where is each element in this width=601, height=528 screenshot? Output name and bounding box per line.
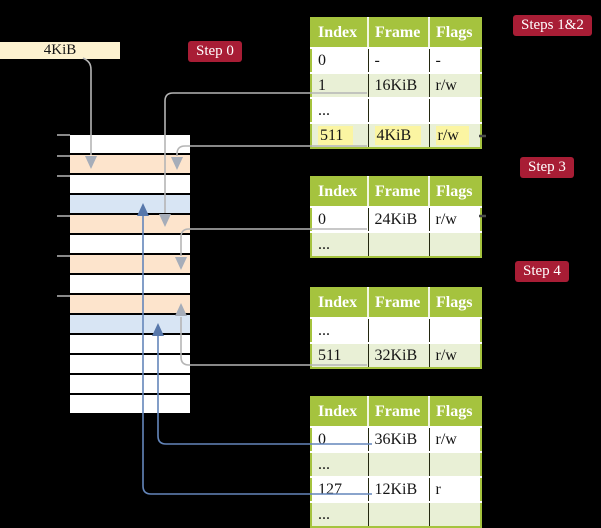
table-cell: ... <box>311 97 369 123</box>
table-header-cell: Frame <box>368 288 430 319</box>
step3-label: Step 3 <box>520 157 574 178</box>
table-row: ... <box>311 317 481 343</box>
memory-tick <box>57 134 70 136</box>
table-cell: r <box>429 476 481 502</box>
table-header-cell: Flags <box>429 288 481 319</box>
table-cell: r/w <box>429 426 481 452</box>
table-header-cell: Index <box>311 288 369 319</box>
table-header-cell: Index <box>311 18 369 49</box>
memory-row-white <box>70 335 190 355</box>
table-row: 511 4KiB r/w <box>311 122 481 148</box>
table-cell <box>429 231 481 257</box>
memory-column <box>70 135 190 415</box>
table-cell <box>368 231 430 257</box>
table-cell: r/w <box>429 72 481 98</box>
memory-row-white <box>70 135 190 155</box>
table-cell: r/w <box>429 122 481 148</box>
table-cell: ... <box>311 317 369 343</box>
memory-row-orange <box>70 295 190 315</box>
table-cell <box>368 451 430 477</box>
table-cell: 127 <box>311 476 369 502</box>
table-cell: ... <box>311 501 369 527</box>
highlighted-value: r/w <box>435 125 469 145</box>
table-cell: - <box>368 47 430 73</box>
table-cell <box>429 97 481 123</box>
memory-tick <box>57 155 70 157</box>
memory-row-white <box>70 275 190 295</box>
table-cell: 4KiB <box>368 122 430 148</box>
table-row: ... <box>311 231 481 257</box>
table-row: ... <box>311 97 481 123</box>
memory-row-blue <box>70 195 190 215</box>
table-cell <box>368 317 430 343</box>
steps12-label: Steps 1&2 <box>513 15 592 36</box>
table-cell: 24KiB <box>368 206 430 232</box>
table-cell: r/w <box>429 342 481 368</box>
table-cell: 36KiB <box>368 426 430 452</box>
table-row: ... <box>311 451 481 477</box>
table-cell: 511 <box>311 342 369 368</box>
memory-tick <box>57 295 70 297</box>
memory-row-orange <box>70 255 190 275</box>
table-header-cell: Frame <box>368 18 430 49</box>
table-header-cell: Frame <box>368 177 430 208</box>
memory-tick <box>57 215 70 217</box>
table-cell: r/w <box>429 206 481 232</box>
memory-row-orange <box>70 155 190 175</box>
table-cell <box>368 501 430 527</box>
table-cell <box>429 317 481 343</box>
table-cell: ... <box>311 231 369 257</box>
memory-tick <box>57 175 70 177</box>
highlighted-value: 511 <box>318 125 354 145</box>
table-row: ... <box>311 501 481 527</box>
memory-row-white <box>70 355 190 375</box>
table-cell <box>429 451 481 477</box>
table-cell: 0 <box>311 206 369 232</box>
table-cell: ... <box>311 451 369 477</box>
memory-row-white <box>70 175 190 195</box>
memory-row-orange <box>70 215 190 235</box>
table-header-cell: Flags <box>429 18 481 49</box>
page-size-box: 4KiB <box>0 42 120 59</box>
page-size-label: 4KiB <box>43 42 77 58</box>
table-cell <box>429 501 481 527</box>
table-cell: 1 <box>311 72 369 98</box>
highlighted-value: 4KiB <box>374 125 422 145</box>
step0-label: Step 0 <box>188 41 242 62</box>
table-cell: 32KiB <box>368 342 430 368</box>
table-cell: 12KiB <box>368 476 430 502</box>
table-cell: 0 <box>311 47 369 73</box>
table-cell <box>368 97 430 123</box>
table-header-cell: Index <box>311 397 369 428</box>
table-header-cell: Flags <box>429 177 481 208</box>
memory-row-white <box>70 375 190 395</box>
memory-tick <box>57 255 70 257</box>
step4-label: Step 4 <box>515 261 569 282</box>
table-header-cell: Flags <box>429 397 481 428</box>
table-cell: 0 <box>311 426 369 452</box>
memory-row-white <box>70 235 190 255</box>
table-header-cell: Index <box>311 177 369 208</box>
table-row: 0-- <box>311 47 481 73</box>
memory-row-white <box>70 395 190 415</box>
table-cell: 16KiB <box>368 72 430 98</box>
table-cell: 511 <box>311 122 369 148</box>
table-cell: - <box>429 47 481 73</box>
memory-row-blue <box>70 315 190 335</box>
table-header-cell: Frame <box>368 397 430 428</box>
